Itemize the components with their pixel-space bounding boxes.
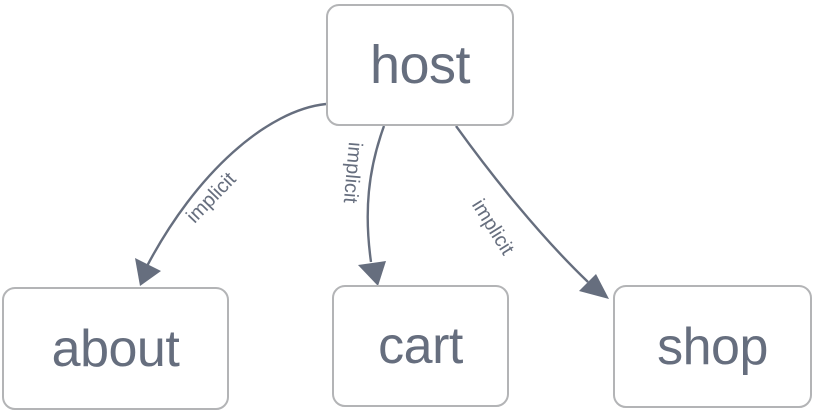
edge-host-about-path <box>144 102 327 269</box>
edge-label-host-cart: implicit <box>338 141 366 204</box>
node-about-label: about <box>51 319 180 378</box>
edge-host-cart-arrowhead <box>358 261 386 286</box>
edge-host-shop-arrowhead <box>579 274 609 299</box>
edge-host-shop <box>455 125 609 299</box>
edge-host-cart-path <box>366 125 386 263</box>
node-cart[interactable]: cart <box>332 285 509 407</box>
node-host[interactable]: host <box>326 4 514 126</box>
node-cart-label: cart <box>378 317 463 375</box>
edge-host-cart <box>358 125 386 286</box>
edge-host-about-arrowhead <box>135 258 161 286</box>
node-about[interactable]: about <box>2 287 229 410</box>
node-shop[interactable]: shop <box>613 285 812 408</box>
node-shop-label: shop <box>657 317 768 376</box>
edge-host-shop-path <box>455 125 589 283</box>
edge-host-about <box>135 102 327 286</box>
node-host-label: host <box>369 35 471 95</box>
